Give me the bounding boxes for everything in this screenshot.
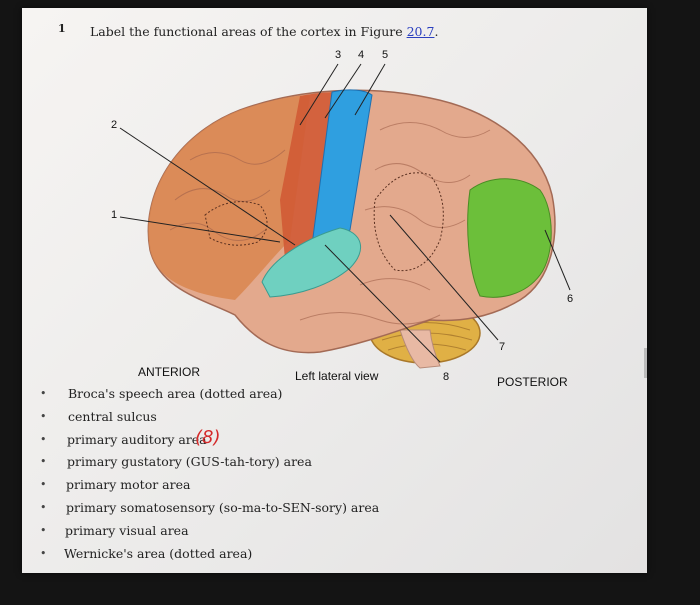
figure-label-7: 7 [499,341,506,353]
question-prompt: Label the functional areas of the cortex… [90,24,403,39]
term-text: primary somatosensory (so-ma-to-SEN-sory… [66,499,380,515]
leader-line-2 [119,127,296,246]
figure-label-8: 8 [443,371,450,383]
caption-anterior: ANTERIOR [138,365,201,379]
brain-stem [399,329,441,369]
figure-label-4: 4 [358,49,365,61]
caption-posterior: POSTERIOR [497,375,568,389]
figure-label-3: 3 [335,49,342,61]
bullet: • [40,455,47,469]
primary-visual-area [467,178,552,298]
bullet: • [40,478,47,492]
term-text: central sulcus [68,408,157,424]
primary-motor-area [280,92,335,260]
bullet: • [40,523,47,537]
leader-line-1 [119,216,281,243]
bullet: • [40,500,47,514]
leader-line-6 [544,229,571,291]
scrollbar[interactable] [644,348,647,378]
leader-line-4 [324,63,362,119]
figure-link[interactable]: 20.7 [406,24,435,39]
caption-view: Left lateral view [295,369,379,383]
figure-label-5: 5 [382,49,389,61]
question-period: . [434,24,439,39]
bullet: • [40,387,47,400]
question-number: 1 [58,22,66,35]
bullet: • [40,409,47,423]
wernicke-dotted-outline [373,172,444,272]
figure-label-2: 2 [111,119,118,131]
handwritten-answer: (8) [195,427,221,448]
leader-line-7 [389,214,499,341]
term-text: Broca's speech area (dotted area) [68,386,283,401]
term-text: primary motor area [66,477,191,493]
leader-line-5 [354,63,386,116]
term-text: primary auditory area [67,431,207,447]
leader-line-3 [299,63,339,126]
term-text: Wernicke's area (dotted area) [64,545,253,561]
primary-auditory-area [261,227,361,298]
term-text: primary gustatory (GUS-tah-tory) area [67,454,312,470]
figure-label-6: 6 [567,293,574,305]
figure-label-1: 1 [111,209,118,221]
bullet: • [40,432,47,446]
question-text: Label the functional areas of the cortex… [90,24,438,39]
bullet: • [40,546,47,560]
term-text: primary visual area [65,522,189,538]
leader-line-8 [324,244,441,363]
